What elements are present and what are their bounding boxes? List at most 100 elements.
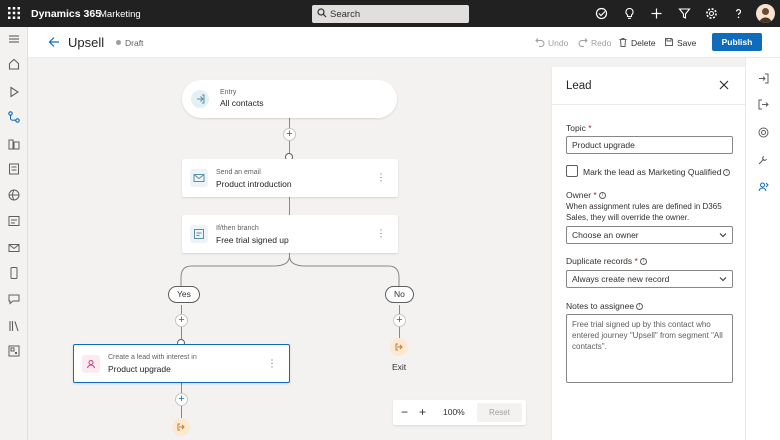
email-tile[interactable]: Send an email Product introduction ⋮ [182, 159, 398, 197]
library-icon[interactable] [7, 319, 21, 333]
info-icon[interactable]: i [636, 303, 644, 311]
user-avatar[interactable] [756, 4, 775, 23]
required-marker: * [588, 123, 592, 133]
app-name[interactable]: Marketing [99, 8, 141, 20]
settings-gear-icon[interactable] [705, 7, 718, 20]
notes-textarea[interactable]: Free trial signed up by this contact who… [566, 314, 733, 383]
publish-button[interactable]: Publish [712, 33, 762, 51]
target-icon[interactable] [757, 126, 770, 139]
entry-small-label: Entry [220, 89, 237, 96]
topic-value: Product upgrade [572, 140, 635, 150]
required-marker: * [634, 256, 638, 266]
owner-label: Owner *i [566, 190, 606, 200]
redo-label: Redo [591, 38, 612, 48]
app-launcher-icon[interactable] [8, 7, 20, 19]
entry-tile[interactable]: Entry All contacts [182, 80, 397, 118]
undo-label: Undo [548, 38, 569, 48]
owner-label-text: Owner [566, 190, 592, 200]
search-box[interactable]: Search [312, 5, 469, 23]
play-recent-icon[interactable] [7, 85, 21, 99]
redo-button[interactable]: Redo [578, 38, 612, 48]
branch-tile[interactable]: If/then branch Free trial signed up ⋮ [182, 215, 398, 253]
close-icon[interactable] [719, 80, 729, 90]
lead-properties-panel: Lead Topic * Product upgrade Mark the le… [551, 67, 746, 440]
filter-icon[interactable] [678, 7, 691, 20]
add-step-button[interactable]: + [283, 128, 296, 141]
zoom-in-button[interactable]: + [419, 405, 427, 419]
owner-help-text: When assignment rules are defined in D36… [566, 202, 722, 222]
sign-out-icon[interactable] [757, 98, 770, 111]
panel-title: Lead [566, 80, 592, 92]
zoom-out-button[interactable]: − [401, 405, 409, 419]
search-icon [317, 8, 327, 18]
duplicate-label: Duplicate records *i [566, 256, 647, 266]
lead-icon[interactable] [757, 180, 770, 193]
add-step-button[interactable]: + [175, 393, 188, 406]
save-label: Save [677, 38, 697, 48]
assets-icon[interactable] [7, 344, 21, 358]
info-icon[interactable]: i [639, 258, 647, 266]
lead-main-label: Product upgrade [108, 364, 171, 374]
email-icon[interactable] [7, 241, 21, 255]
undo-button[interactable]: Undo [535, 38, 569, 48]
required-marker: * [593, 190, 597, 200]
connector-line [289, 195, 290, 215]
chat-icon[interactable] [7, 292, 21, 306]
panel-divider [552, 104, 746, 105]
status-dot [116, 40, 121, 46]
add-step-button[interactable]: + [393, 314, 406, 327]
contacts-icon[interactable] [7, 137, 21, 151]
page-title: Upsell [68, 35, 105, 50]
right-rail [745, 58, 780, 440]
reset-zoom-button[interactable]: Reset [477, 403, 522, 422]
add-step-button[interactable]: + [175, 314, 188, 327]
mql-label-text: Mark the lead as Marketing Qualified [583, 167, 722, 177]
topic-input[interactable]: Product upgrade [566, 136, 733, 154]
help-icon[interactable] [732, 7, 745, 20]
delete-button[interactable]: Delete [619, 38, 656, 48]
task-check-icon[interactable] [595, 7, 608, 20]
back-arrow-icon[interactable] [48, 36, 60, 48]
topic-label: Topic * [566, 123, 592, 133]
email-small-label: Send an email [216, 169, 261, 176]
command-bar: Upsell Draft Undo Redo Delete Save Publi… [28, 27, 780, 58]
search-placeholder: Search [330, 9, 361, 20]
create-lead-tile[interactable]: Create a lead with interest in Product u… [73, 344, 290, 383]
owner-dropdown[interactable]: Choose an owner [566, 226, 733, 244]
sign-in-icon[interactable] [757, 72, 770, 85]
zoom-level: 100% [443, 407, 465, 417]
forms-icon[interactable] [7, 214, 21, 228]
duplicate-label-text: Duplicate records [566, 256, 633, 266]
mql-checkbox[interactable] [566, 165, 578, 177]
more-options-icon[interactable]: ⋮ [376, 172, 386, 184]
duplicate-dropdown[interactable]: Always create new record [566, 270, 733, 288]
exit-icon [172, 418, 190, 436]
brand-name[interactable]: Dynamics 365 [31, 8, 102, 20]
journey-canvas[interactable]: Entry All contacts + Send an email Produ… [38, 67, 541, 440]
save-button[interactable]: Save [665, 38, 697, 48]
exit-icon [390, 338, 408, 356]
plus-icon[interactable] [650, 7, 663, 20]
info-icon[interactable]: i [721, 167, 731, 177]
globe-icon[interactable] [7, 188, 21, 202]
more-options-icon[interactable]: ⋮ [267, 358, 277, 369]
owner-placeholder: Choose an owner [572, 230, 639, 240]
redo-icon [578, 38, 588, 47]
lightbulb-icon[interactable] [623, 7, 636, 20]
more-options-icon[interactable]: ⋮ [376, 228, 386, 240]
entry-main-label: All contacts [220, 98, 264, 108]
tools-icon[interactable] [757, 153, 770, 166]
no-branch-label[interactable]: No [385, 286, 414, 303]
info-icon[interactable]: i [598, 192, 606, 200]
undo-icon [535, 38, 545, 47]
phone-icon[interactable] [7, 266, 21, 280]
home-icon[interactable] [7, 57, 21, 71]
hamburger-menu-icon[interactable] [7, 32, 21, 46]
save-icon [665, 38, 673, 46]
segments-icon[interactable] [7, 162, 21, 176]
yes-branch-label[interactable]: Yes [168, 286, 200, 303]
branch-connector [180, 253, 400, 293]
top-bar: Dynamics 365 Marketing Search [0, 0, 780, 27]
journeys-icon[interactable] [7, 110, 21, 124]
